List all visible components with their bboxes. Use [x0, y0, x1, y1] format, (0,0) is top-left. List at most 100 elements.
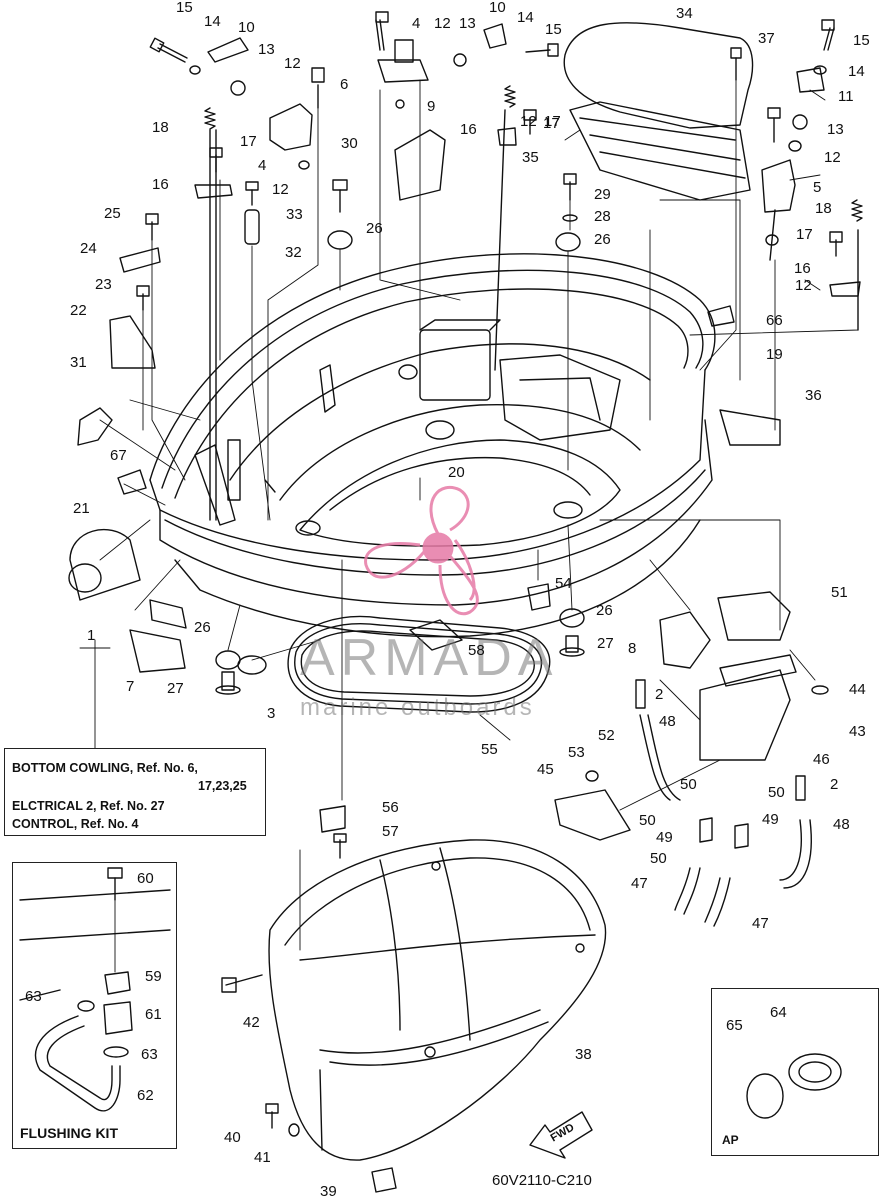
- callout: 15: [853, 32, 870, 49]
- callout: 24: [80, 240, 97, 257]
- callout: 17: [543, 115, 560, 132]
- callout: 50: [650, 850, 667, 867]
- callout: 49: [656, 829, 673, 846]
- flushing-kit-inset: [12, 862, 177, 1149]
- callout: 18: [815, 200, 832, 217]
- callout: 12: [824, 149, 841, 166]
- callout: 14: [517, 9, 534, 26]
- note-line-1: BOTTOM COWLING, Ref. No. 6,: [12, 761, 198, 775]
- callout: 45: [537, 761, 554, 778]
- callout: 16: [460, 121, 477, 138]
- callout: 47: [631, 875, 648, 892]
- ap-title: AP: [722, 1133, 739, 1147]
- callout: 54: [555, 575, 572, 592]
- callout: 26: [596, 602, 613, 619]
- callout: 7: [126, 678, 135, 695]
- callout: 10: [238, 19, 255, 36]
- callout: 16: [152, 176, 169, 193]
- callout: 38: [575, 1046, 592, 1063]
- fwd-arrow: [529, 1111, 593, 1159]
- callout: 50: [680, 776, 697, 793]
- callout: 21: [73, 500, 90, 517]
- callout: 53: [568, 744, 585, 761]
- callout: 12: [272, 181, 289, 198]
- watermark-brand: ARMADA: [300, 629, 559, 687]
- callout: 27: [167, 680, 184, 697]
- callout: 47: [752, 915, 769, 932]
- callout: 2: [655, 686, 664, 703]
- callout: 12: [434, 15, 451, 32]
- callout: 63: [141, 1046, 158, 1063]
- callout: 15: [545, 21, 562, 38]
- callout: 63: [25, 988, 42, 1005]
- callout: 65: [726, 1017, 743, 1034]
- callout: 26: [366, 220, 383, 237]
- callout: 3: [267, 705, 276, 722]
- callout: 13: [258, 41, 275, 58]
- leader-lines: [79, 79, 859, 973]
- reference-note-box: [4, 748, 266, 836]
- callout: 5: [813, 179, 822, 196]
- callout: 28: [594, 208, 611, 225]
- callout: 50: [639, 812, 656, 829]
- callout: 60: [137, 870, 154, 887]
- callout: 26: [194, 619, 211, 636]
- callout: 22: [70, 302, 87, 319]
- callout: 46: [813, 751, 830, 768]
- callout: 61: [145, 1006, 162, 1023]
- callout: 2: [830, 776, 839, 793]
- callout: 32: [285, 244, 302, 261]
- callout: 49: [762, 811, 779, 828]
- callout: 58: [468, 642, 485, 659]
- callout: 10: [489, 0, 506, 16]
- callout: 14: [204, 13, 221, 30]
- callout: 11: [838, 88, 854, 105]
- callout: 15: [176, 0, 193, 16]
- callout: 57: [382, 823, 399, 840]
- callout: 62: [137, 1087, 154, 1104]
- callout: 64: [770, 1004, 787, 1021]
- callout: 9: [427, 98, 436, 115]
- callout: 12: [520, 113, 537, 130]
- top-cover: [268, 839, 607, 1161]
- callout: 35: [522, 149, 539, 166]
- callout: 42: [243, 1014, 260, 1031]
- callout: 13: [827, 121, 844, 138]
- callout: 26: [594, 231, 611, 248]
- callout: 25: [104, 205, 121, 222]
- callout: 43: [849, 723, 866, 740]
- callout: 55: [481, 741, 498, 758]
- note-line-3: ELCTRICAL 2, Ref. No. 27: [12, 799, 165, 813]
- cowling-seal: [287, 615, 551, 713]
- callout: 6: [340, 76, 349, 93]
- callout: 44: [849, 681, 866, 698]
- callout: 33: [286, 206, 303, 223]
- callout: 50: [768, 784, 785, 801]
- watermark-logo: [364, 485, 479, 616]
- callout: 4: [258, 157, 267, 174]
- callout: 16: [794, 260, 811, 277]
- callout: 27: [597, 635, 614, 652]
- callout: 59: [145, 968, 162, 985]
- callout: 12: [795, 277, 812, 294]
- callout: 31: [70, 354, 87, 371]
- callout: 37: [758, 30, 775, 47]
- watermark-tagline: marine outboards: [300, 694, 535, 721]
- callout: 48: [833, 816, 850, 833]
- callout: 56: [382, 799, 399, 816]
- callout: 40: [224, 1129, 241, 1146]
- drawing-code: 60V2110-C210: [492, 1172, 592, 1189]
- callout: 30: [341, 135, 358, 152]
- callout: 41: [254, 1149, 271, 1166]
- ap-inset: [711, 988, 879, 1156]
- callout: 8: [628, 640, 637, 657]
- callout: 17: [796, 226, 813, 243]
- callout: 67: [110, 447, 127, 464]
- callout: 66: [766, 312, 783, 329]
- callout: 20: [448, 464, 465, 481]
- callout: 39: [320, 1183, 337, 1200]
- callout: 23: [95, 276, 112, 293]
- callout: 17: [240, 133, 257, 150]
- callout: 18: [152, 119, 169, 136]
